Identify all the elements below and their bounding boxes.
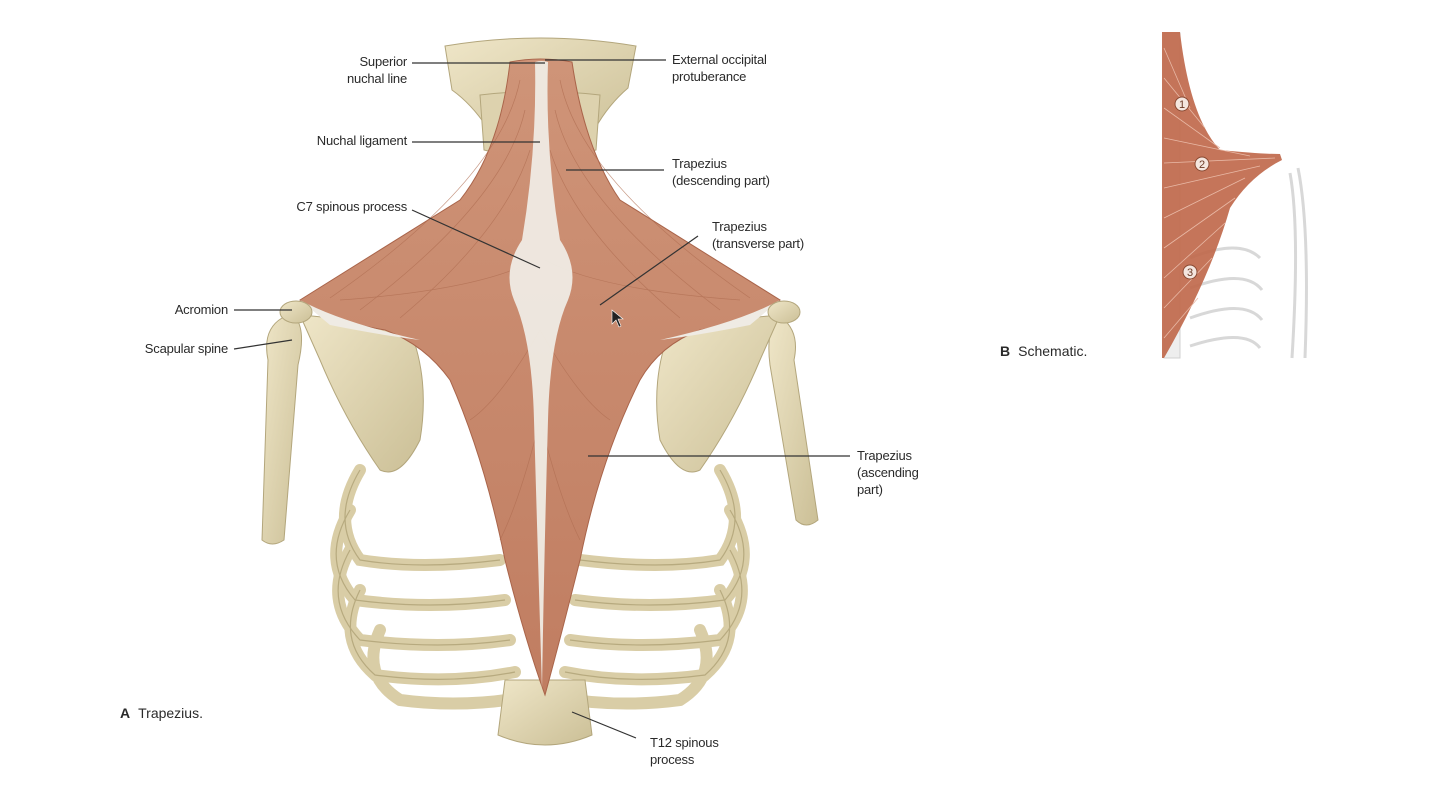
nuchal-ligament-aponeurosis: [509, 61, 573, 690]
figure-b-caption: B Schematic.: [1000, 343, 1087, 359]
label-acromion: Acromion: [174, 302, 229, 317]
svg-text:2: 2: [1199, 159, 1205, 171]
figure-b-caption-text: Schematic.: [1018, 343, 1088, 359]
svg-text:3: 3: [1187, 267, 1193, 279]
left-acromion-tendon: [300, 300, 420, 340]
right-acromion-tendon: [660, 300, 780, 340]
svg-text:1: 1: [1179, 99, 1185, 111]
right-humerus: [768, 317, 819, 526]
label-scapular-spine: Scapular spine: [144, 341, 228, 356]
leader-lines: [233, 59, 850, 739]
figure-a-caption-text: Trapezius.: [138, 705, 203, 721]
label-t12-spinous-process: T12 spinous process: [650, 735, 719, 767]
label-c7-spinous-process: C7 spinous process: [296, 199, 407, 214]
label-superior-nuchal-line: Superior nuchal line: [347, 54, 407, 86]
mouse-cursor-icon: [611, 309, 624, 328]
left-acromion: [279, 300, 313, 324]
right-acromion: [767, 300, 801, 324]
figure-a-caption: A Trapezius.: [120, 705, 203, 721]
schematic-marker-1: 1: [1174, 96, 1190, 112]
schematic-illustration: 1 2 3: [1162, 32, 1308, 359]
label-nuchal-ligament: Nuchal ligament: [316, 133, 407, 148]
schematic-marker-2: 2: [1194, 156, 1210, 172]
label-external-occipital-protuberance: External occipital protuberance: [672, 52, 767, 84]
figure-a-letter: A: [120, 705, 131, 721]
lumbar-vertebra: [497, 679, 593, 746]
schematic-marker-3: 3: [1182, 264, 1198, 280]
label-trapezius-descending: Trapezius (descending part): [672, 156, 770, 188]
label-trapezius-transverse: Trapezius (transverse part): [712, 219, 804, 251]
muscle-fibers: [329, 79, 751, 541]
label-trapezius-ascending: Trapezius (ascending part): [857, 448, 919, 497]
figure-b-letter: B: [1000, 343, 1011, 359]
left-humerus: [261, 317, 302, 545]
